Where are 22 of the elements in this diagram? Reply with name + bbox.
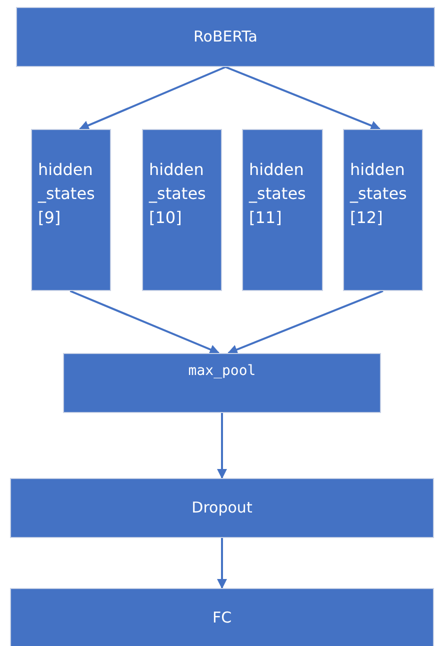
- arrow: [227, 290, 384, 354]
- model-box: [16, 7, 435, 67]
- arrow: [217, 413, 227, 479]
- hidden-state-box: [343, 129, 423, 291]
- arrow: [78, 66, 226, 130]
- hidden-state-box: [242, 129, 323, 291]
- arrow: [217, 538, 227, 589]
- node-label: hidden _states [11]: [249, 159, 307, 229]
- node-label: hidden _states [10]: [149, 159, 207, 229]
- node-label: hidden _states [9]: [38, 159, 96, 229]
- dropout-box: [10, 478, 434, 538]
- node-label: FC: [212, 608, 232, 628]
- hidden-state-box: [142, 129, 222, 291]
- pooling-box: [63, 353, 381, 413]
- node-label: Dropout: [192, 498, 252, 518]
- arrow: [70, 290, 220, 354]
- arrow: [225, 66, 381, 130]
- node-label: hidden _states [12]: [350, 159, 408, 229]
- node-label: max_pool: [188, 362, 256, 381]
- output-layer-box: [10, 588, 434, 646]
- hidden-state-box: [31, 129, 111, 291]
- node-label: RoBERTa: [194, 26, 258, 48]
